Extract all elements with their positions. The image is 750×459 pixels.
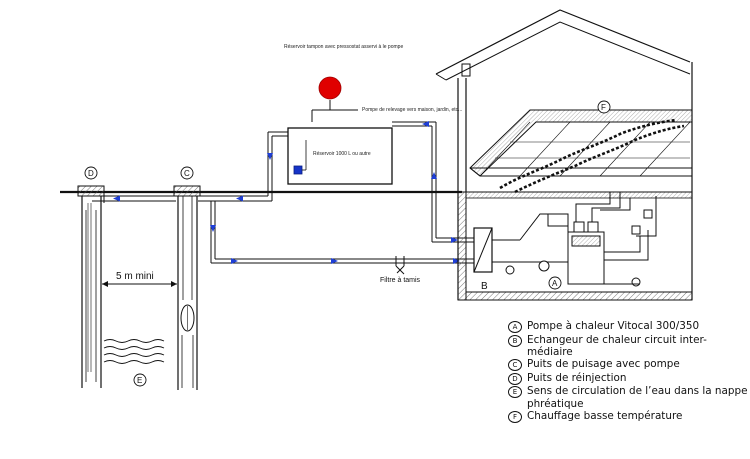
flow-arrow xyxy=(113,195,120,202)
legend-marker: F xyxy=(508,411,522,424)
svg-text:F: F xyxy=(601,103,606,112)
expansion-vessel xyxy=(318,76,342,110)
legend-text: Sens de circulation de l’eau dans la nap… xyxy=(527,385,748,410)
legend-text: Chauffage basse température xyxy=(527,410,683,423)
groundwater-flow xyxy=(103,339,165,364)
flow-arrow xyxy=(451,237,458,243)
distance-dimension: 5 m mini xyxy=(102,268,177,287)
legend-marker: E xyxy=(508,386,522,399)
svg-text:A: A xyxy=(552,279,558,288)
marker-b: B xyxy=(481,281,488,292)
strainer-filter xyxy=(395,256,405,275)
buffer-tank-note: Réservoir tampon avec pressostat asservi… xyxy=(284,44,403,50)
flow-arrow xyxy=(431,172,437,179)
buffer-tank xyxy=(287,127,393,185)
marker-d: D xyxy=(84,166,98,180)
legend-item: C Puits de puisage avec pompe xyxy=(508,358,748,372)
heat-exchanger xyxy=(473,227,493,273)
svg-text:D: D xyxy=(88,169,94,178)
reinjection-well xyxy=(77,185,105,388)
tank-pump-icon xyxy=(293,165,303,175)
distance-label: 5 m mini xyxy=(116,271,154,282)
flow-arrows xyxy=(113,121,460,264)
legend-marker: B xyxy=(508,334,522,347)
svg-text:C: C xyxy=(184,169,190,178)
heating-distribution xyxy=(575,192,657,285)
flow-arrow xyxy=(453,258,460,264)
flow-arrow xyxy=(231,258,238,264)
legend-item: E Sens de circulation de l’eau dans la n… xyxy=(508,385,748,410)
legend-marker: C xyxy=(508,359,522,372)
flow-arrow xyxy=(422,121,429,127)
legend-item: B Echangeur de chaleur circuit inter-méd… xyxy=(508,334,748,358)
legend-marker: D xyxy=(508,372,522,385)
svg-text:B: B xyxy=(481,281,488,292)
expansion-vessel-icon xyxy=(318,76,342,100)
legend-text: Echangeur de chaleur circuit inter-média… xyxy=(527,333,707,358)
valve-icon xyxy=(631,277,641,287)
valve-icon xyxy=(505,265,515,275)
legend-item: F Chauffage basse température xyxy=(508,410,748,424)
legend-text: Puits de puisage avec pompe xyxy=(527,358,680,371)
marker-e: E xyxy=(133,373,147,387)
house xyxy=(435,9,693,301)
marker-a: A xyxy=(548,276,562,290)
filter-label: Filtre à tamis xyxy=(380,277,421,284)
legend-item: A Pompe à chaleur Vitocal 300/350 xyxy=(508,320,748,333)
flow-arrow xyxy=(236,195,243,202)
legend: A Pompe à chaleur Vitocal 300/350 B Echa… xyxy=(508,320,748,424)
marker-c: C xyxy=(180,166,194,180)
legend-text: Puits de réinjection xyxy=(527,371,627,384)
legend-marker: A xyxy=(508,321,522,333)
flow-arrow xyxy=(210,225,216,232)
circulator-pump-icon xyxy=(538,260,550,272)
pump-note: Pompe de relevage vers maison, jardin, e… xyxy=(362,107,462,113)
marker-f: F xyxy=(597,100,611,114)
svg-text:E: E xyxy=(137,376,142,385)
tank-label: Réservoir 1000 L ou autre xyxy=(313,151,371,157)
legend-text: Pompe à chaleur Vitocal 300/350 xyxy=(527,320,700,332)
flow-arrow xyxy=(267,153,273,160)
heat-pump-unit xyxy=(492,213,641,287)
pipework xyxy=(92,109,474,264)
legend-item: D Puits de réinjection xyxy=(508,372,748,385)
flow-arrow xyxy=(331,258,338,264)
extraction-well xyxy=(173,185,201,390)
